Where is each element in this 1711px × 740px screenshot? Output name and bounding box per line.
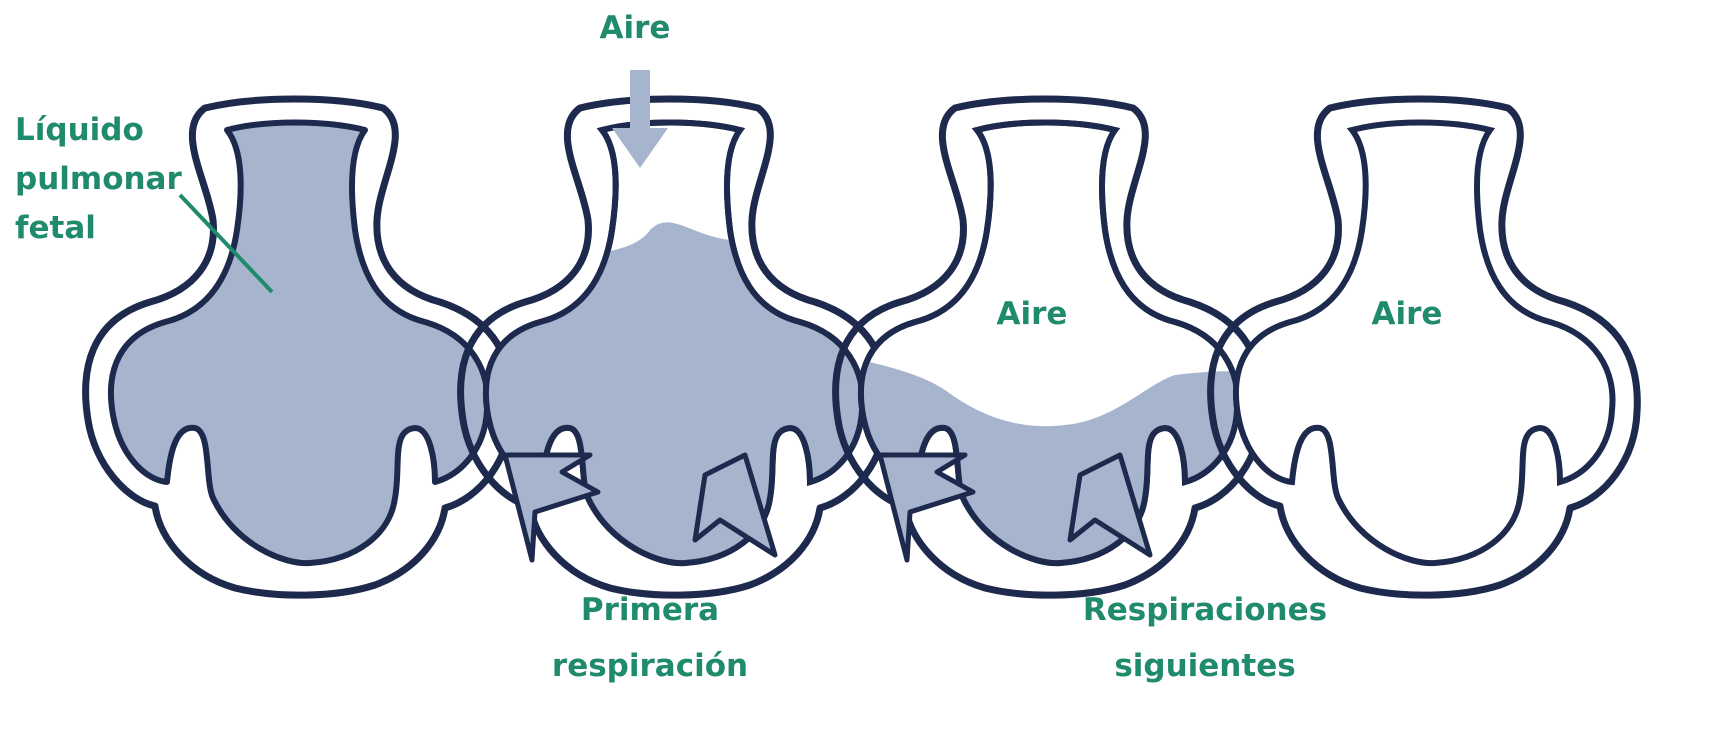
label-liquid-line2: pulmonar <box>15 161 182 197</box>
label-first-breath-line2: respiración <box>552 648 748 684</box>
label-air-stage3: Aire <box>997 296 1068 332</box>
label-liquid-line3: fetal <box>15 210 96 246</box>
label-air-stage4: Aire <box>1372 296 1443 332</box>
label-liquid-line1: Líquido <box>15 112 144 148</box>
label-following-line2: siguientes <box>1114 648 1295 684</box>
label-air-top: Aire <box>600 10 671 46</box>
stage-following-breaths <box>1211 99 1638 595</box>
label-following-line1: Respiraciones <box>1083 592 1327 628</box>
stage4-cavity <box>1236 123 1613 564</box>
label-first-breath-line1: Primera <box>581 592 719 628</box>
